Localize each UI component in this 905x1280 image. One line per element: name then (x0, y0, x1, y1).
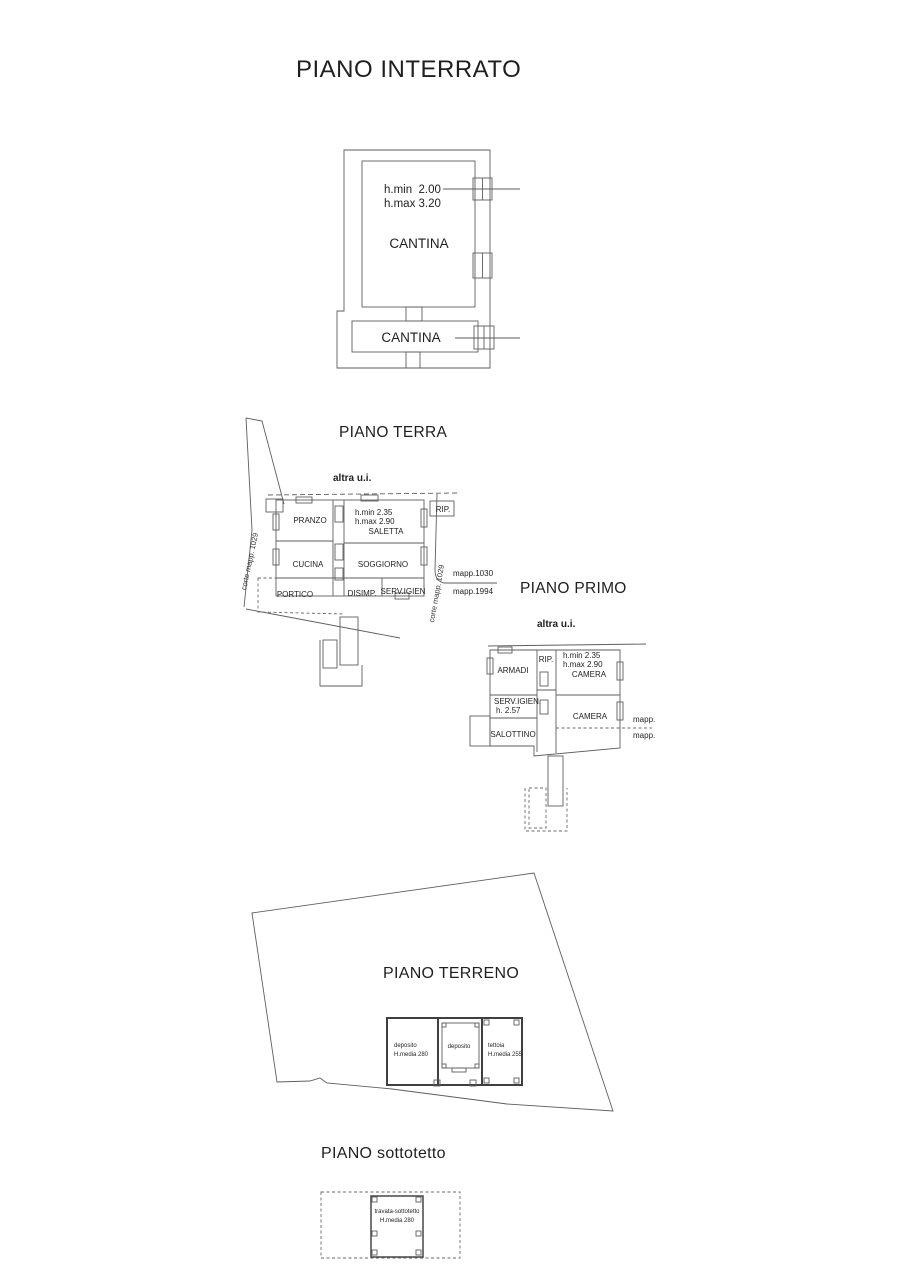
window-icon (360, 494, 379, 502)
primo-mapp-bottom: mapp. (633, 731, 655, 740)
pillar-icon (415, 1196, 422, 1203)
window-icon (420, 546, 428, 566)
pillar-icon (371, 1196, 378, 1203)
terra-altra-ui: altra u.i. (333, 473, 372, 484)
plan-terreno: PIANO TERRENO deposito H.media 280 depos… (251, 872, 614, 1112)
primo-altra-ui: altra u.i. (537, 619, 576, 630)
room-label-cantina-lower: CANTINA (381, 330, 440, 345)
interrato-hmin: h.min 2.00 (384, 184, 441, 196)
room-label-pranzo: PRANZO (293, 516, 326, 525)
window-icon (486, 657, 494, 675)
terreno-title: PIANO TERRENO (383, 965, 519, 982)
room-label-serv-igien: SERV.IGIEN. (494, 697, 541, 706)
window-icon (616, 701, 624, 721)
stairs-icon (547, 755, 564, 807)
room-label-cantina: CANTINA (389, 236, 448, 251)
primo-title: PIANO PRIMO (520, 580, 627, 597)
room-label-salottino: SALOTTINO (490, 730, 535, 739)
sottotetto-title: PIANO sottotetto (321, 1145, 446, 1162)
plan-sottotetto: travata-sottotetto H.media 280 (320, 1191, 461, 1259)
room-label-soggiorno: SOGGIORNO (358, 560, 408, 569)
room-label-armadi: ARMADI (497, 666, 528, 675)
interrato-hmax: h.max 3.20 (384, 198, 441, 210)
window-icon (616, 661, 624, 681)
window-icon (420, 508, 428, 528)
room-label-saletta: SALETTA (369, 527, 405, 536)
room-label-camera-mid: CAMERA (573, 712, 608, 721)
pillar-icon (513, 1019, 520, 1026)
plan-terra: PRANZO h.min 2.35 h.max 2.90 SALETTA CUC… (239, 417, 497, 687)
pillar-icon (513, 1077, 520, 1084)
room-label-portico: PORTICO (277, 590, 313, 599)
window-icon (295, 496, 313, 504)
room-label-cucina: CUCINA (293, 560, 324, 569)
window-icon (272, 513, 280, 531)
window-icon (497, 646, 513, 654)
room-label-travata-sottotetto: travata-sottotetto (374, 1209, 420, 1215)
window-icon (272, 548, 280, 566)
room-label-rip: RIP. (436, 505, 451, 514)
pillar-icon (483, 1019, 490, 1026)
room-label-tettoia: tettoia (488, 1043, 505, 1049)
stairs-icon (322, 639, 338, 669)
room-label-disimp: DISIMP. (348, 589, 377, 598)
primo-mapp-top: mapp. (633, 715, 655, 724)
primo-hmin: h.min 2.35 (563, 651, 601, 660)
door-icon (433, 1079, 441, 1087)
pillar-icon (371, 1249, 378, 1256)
terra-hmax: h.max 2.90 (355, 517, 395, 526)
room-label-serv-igien: SERV.IGIEN (381, 587, 426, 596)
primo-serv-height: h. 2.57 (496, 706, 521, 715)
terra-corte-right: corte mapp. 1029 (427, 564, 446, 623)
pillar-icon (415, 1230, 422, 1237)
plan-primo: ARMADI RIP. h.min 2.35 h.max 2.90 CAMERA… (469, 643, 655, 832)
pillar-icon (483, 1077, 490, 1084)
travata-height: H.media 280 (380, 1218, 415, 1224)
room-label-camera-top: CAMERA (572, 670, 607, 679)
room-label-deposito-mid: deposito (448, 1044, 471, 1050)
plan-interrato: h.min 2.00 h.max 3.20 CANTINA CANTINA (336, 149, 520, 369)
terra-mapp-1030: mapp.1030 (453, 569, 494, 578)
pillar-icon (371, 1230, 378, 1237)
stairs-icon (528, 787, 547, 829)
deposito-left-height: H.media 280 (394, 1052, 429, 1058)
door-icon (405, 306, 423, 322)
room-label-rip: RIP. (539, 655, 554, 664)
pillar-icon (415, 1249, 422, 1256)
window-icon (394, 592, 410, 600)
terra-title: PIANO TERRA (339, 424, 447, 441)
interrato-title: PIANO INTERRATO (296, 56, 521, 83)
terra-mapp-1994: mapp.1994 (453, 587, 494, 596)
door-icon (469, 1079, 477, 1087)
terra-corte-left: corte mapp. 1029 (239, 532, 260, 591)
tettoia-height: H.media 255 (488, 1052, 523, 1058)
terra-hmin: h.min 2.35 (355, 508, 393, 517)
door-icon (405, 351, 421, 369)
primo-hmax: h.max 2.90 (563, 660, 603, 669)
room-label-deposito-left: deposito (394, 1043, 417, 1049)
stairs-icon (339, 616, 359, 666)
